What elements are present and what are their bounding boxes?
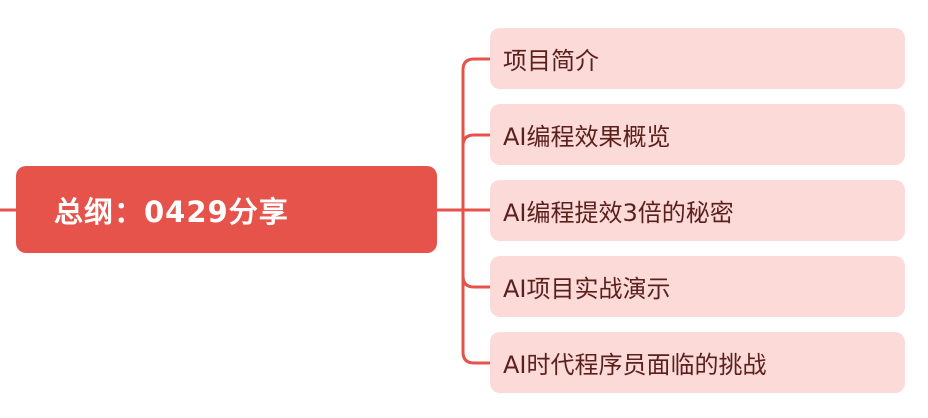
subtopic-label: AI项目实战演示 — [503, 275, 671, 303]
subtopic-node-demo[interactable]: AI项目实战演示 — [490, 256, 905, 317]
subtopic-node-secrets[interactable]: AI编程提效3倍的秘密 — [490, 180, 905, 241]
subtopic-label: AI编程提效3倍的秘密 — [503, 199, 734, 227]
branch-connector-0 — [461, 57, 490, 210]
subtopic-node-overview[interactable]: AI编程效果概览 — [490, 104, 905, 165]
branch-connector-4 — [461, 210, 490, 365]
root-topic-label: 总纲：0429分享 — [54, 194, 289, 229]
subtopic-label: AI编程效果概览 — [503, 123, 671, 151]
subtopic-node-challenges[interactable]: AI时代程序员面临的挑战 — [490, 332, 905, 393]
branch-connector-3 — [461, 210, 490, 289]
root-topic-node[interactable]: 总纲：0429分享 — [16, 166, 437, 253]
subtopic-label: AI时代程序员面临的挑战 — [503, 351, 767, 379]
subtopic-node-intro[interactable]: 项目简介 — [490, 28, 905, 89]
branch-connector-1 — [461, 133, 490, 210]
subtopic-label: 项目简介 — [503, 47, 599, 75]
